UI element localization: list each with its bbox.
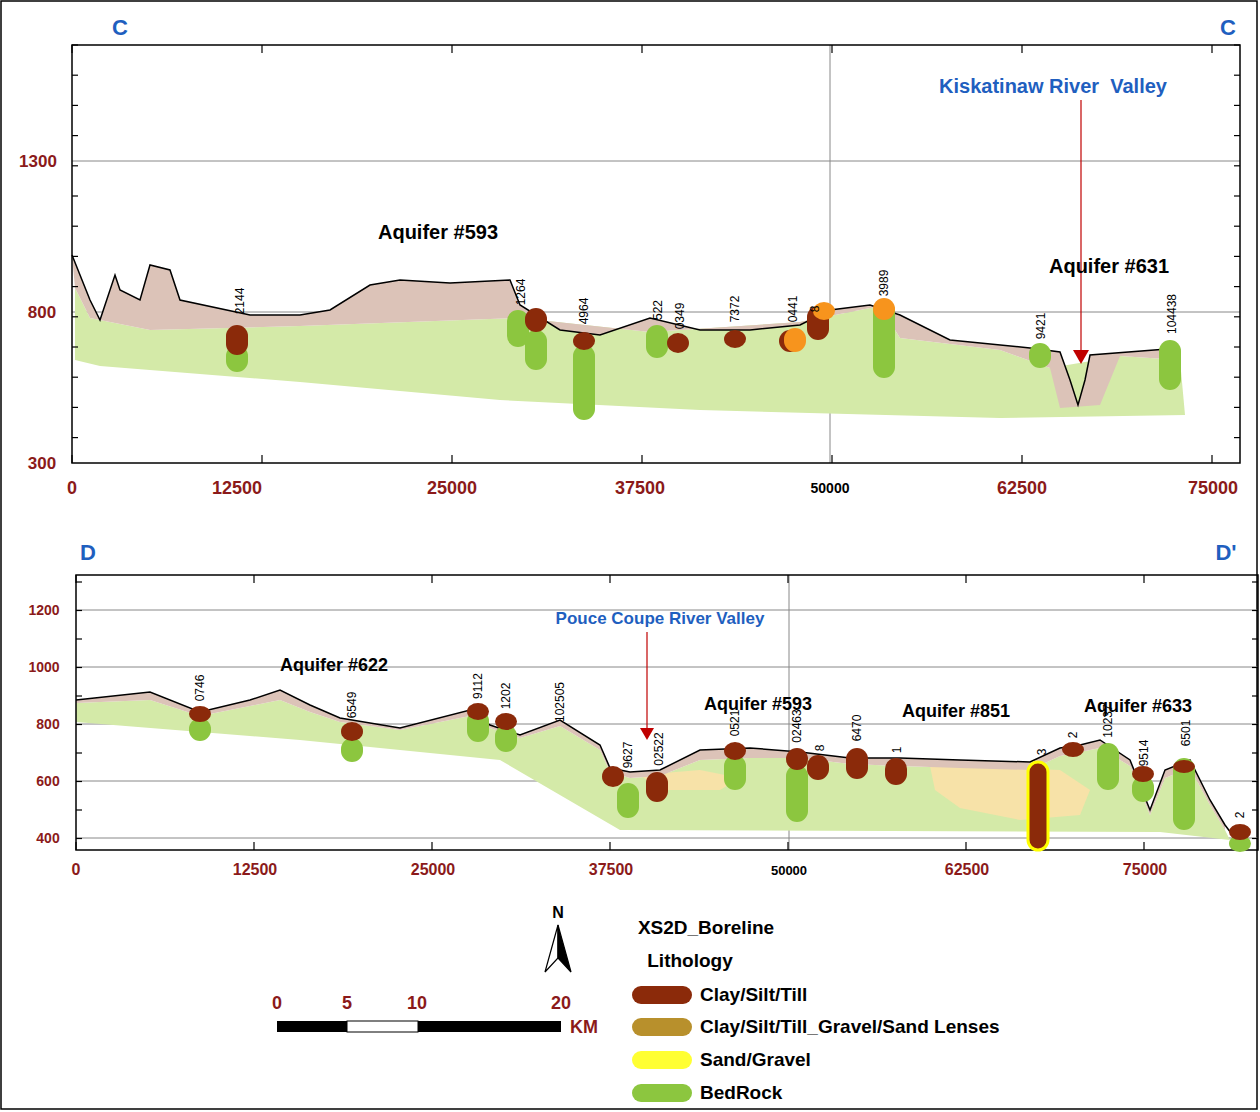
borehole-id: 2144 — [234, 288, 246, 315]
map-label: Aquifer #631 — [1049, 256, 1169, 276]
borehole-id: 9514 — [1138, 740, 1150, 767]
borehole-id: 02463 — [791, 709, 803, 742]
map-label: Lithology — [647, 951, 732, 970]
legend-swatch — [632, 1084, 692, 1102]
borehole-id: 522 — [652, 300, 664, 320]
borehole-id: 02522 — [653, 732, 665, 765]
borehole-id: 0521 — [729, 710, 741, 737]
map-label: C — [1220, 17, 1236, 39]
borehole-id: 7372 — [729, 296, 741, 323]
map-label: 12500 — [212, 479, 262, 497]
legend-text: Sand/Gravel — [700, 1050, 811, 1069]
borehole-id: 0746 — [194, 675, 206, 702]
borehole-id: 8 — [809, 306, 821, 313]
map-label: 75000 — [1188, 479, 1238, 497]
map-label: D' — [1215, 542, 1236, 564]
map-label: Aquifer #622 — [280, 656, 388, 674]
map-label: 25000 — [427, 479, 477, 497]
map-label: Aquifer #633 — [1084, 697, 1192, 715]
map-label: Pouce Coupe River Valley — [556, 610, 765, 627]
map-label: 50000 — [811, 481, 850, 495]
borehole-id: 9627 — [622, 742, 634, 769]
map-label: 12500 — [233, 862, 278, 878]
map-label: 62500 — [997, 479, 1047, 497]
borehole-id: 10237 — [1102, 704, 1114, 737]
map-label: 75000 — [1123, 862, 1168, 878]
map-label: 1300 — [19, 153, 57, 170]
map-label: 800 — [28, 304, 56, 321]
borehole-id: 6549 — [346, 692, 358, 719]
map-label: 50000 — [771, 864, 807, 877]
borehole-id: 1264 — [515, 279, 527, 306]
borehole-id: 1202 — [500, 683, 512, 710]
borehole-id: 0441 — [787, 296, 799, 323]
map-label: C — [112, 17, 128, 39]
map-label: 10 — [407, 994, 427, 1012]
map-label: 0 — [272, 994, 282, 1012]
map-label: N — [552, 905, 564, 921]
borehole-id: 9421 — [1035, 313, 1047, 340]
borehole-id: 3989 — [878, 270, 890, 297]
borehole-id: 6470 — [851, 715, 863, 742]
map-label: 37500 — [589, 862, 634, 878]
map-label: 62500 — [945, 862, 990, 878]
map-label: Aquifer #593 — [378, 222, 498, 242]
legend-text: Clay/Silt/Till — [700, 985, 807, 1004]
map-label: 300 — [28, 455, 56, 472]
borehole-id: 8 — [814, 745, 826, 752]
map-label: 25000 — [411, 862, 456, 878]
borehole-id: 2 — [1234, 812, 1246, 819]
map-label: 400 — [36, 831, 59, 845]
borehole-id: 9112 — [472, 673, 484, 699]
map-label: 20 — [551, 994, 571, 1012]
borehole-id: 104438 — [1166, 294, 1178, 334]
legend-swatch — [632, 986, 692, 1004]
map-label: Kiskatinaw River Valley — [939, 76, 1167, 96]
borehole-id: 102505 — [554, 682, 566, 722]
map-label: XS2D_Boreline — [638, 918, 774, 937]
borehole-id: 1 — [891, 747, 903, 754]
map-label: 0 — [72, 862, 81, 878]
legend-swatch — [632, 1018, 692, 1036]
borehole-id: 4964 — [578, 298, 590, 325]
borehole-id: 0349 — [674, 303, 686, 330]
map-label: KM — [570, 1018, 598, 1036]
map-label: 37500 — [615, 479, 665, 497]
map-label: 800 — [36, 717, 59, 731]
map-label: 0 — [67, 479, 77, 497]
map-label: D — [80, 542, 96, 564]
legend-swatch — [632, 1051, 692, 1069]
legend-text: BedRock — [700, 1083, 782, 1102]
borehole-id: 2 — [1067, 732, 1079, 739]
map-label: Aquifer #851 — [902, 702, 1010, 720]
map-label: 600 — [36, 774, 59, 788]
borehole-id: 3 — [1036, 749, 1048, 756]
map-label: 5 — [342, 994, 352, 1012]
legend-text: Clay/Silt/Till_Gravel/Sand Lenses — [700, 1017, 1000, 1036]
map-label: 1200 — [28, 603, 59, 617]
map-label: 1000 — [28, 660, 59, 674]
borehole-id: 6501 — [1180, 720, 1192, 747]
